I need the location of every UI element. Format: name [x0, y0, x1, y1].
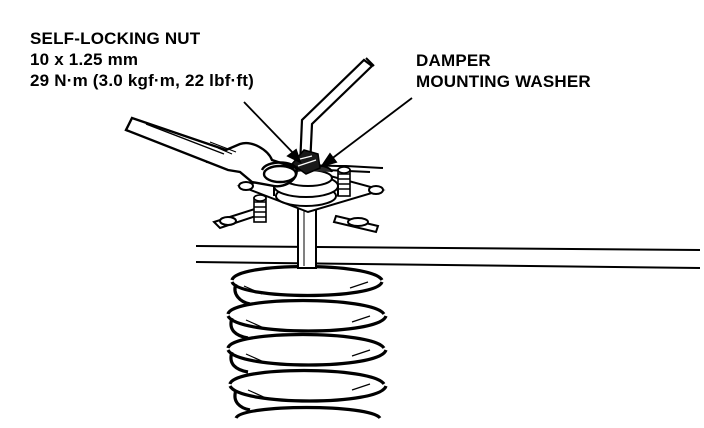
hex-key: [298, 57, 375, 167]
damper-mounting-washer-label: DAMPER MOUNTING WASHER: [416, 50, 591, 92]
mount-studs: [253, 166, 351, 223]
damper-rod: [297, 207, 317, 269]
self-locking-nut: [290, 149, 321, 175]
leader-lines: [243, 97, 413, 168]
nut-size-text: 10 x 1.25 mm: [30, 50, 139, 69]
washer-line1-text: DAMPER: [416, 51, 491, 70]
nut-torque-text: 29 N·m (3.0 kgf·m, 22 lbf·ft): [30, 71, 254, 90]
self-locking-nut-label: SELF-LOCKING NUT 10 x 1.25 mm 29 N·m (3.…: [30, 28, 254, 91]
spring-shading: [243, 281, 371, 399]
washer-line2-text: MOUNTING WASHER: [416, 72, 591, 91]
nut-name-text: SELF-LOCKING NUT: [30, 29, 201, 48]
box-wrench: [124, 116, 300, 188]
